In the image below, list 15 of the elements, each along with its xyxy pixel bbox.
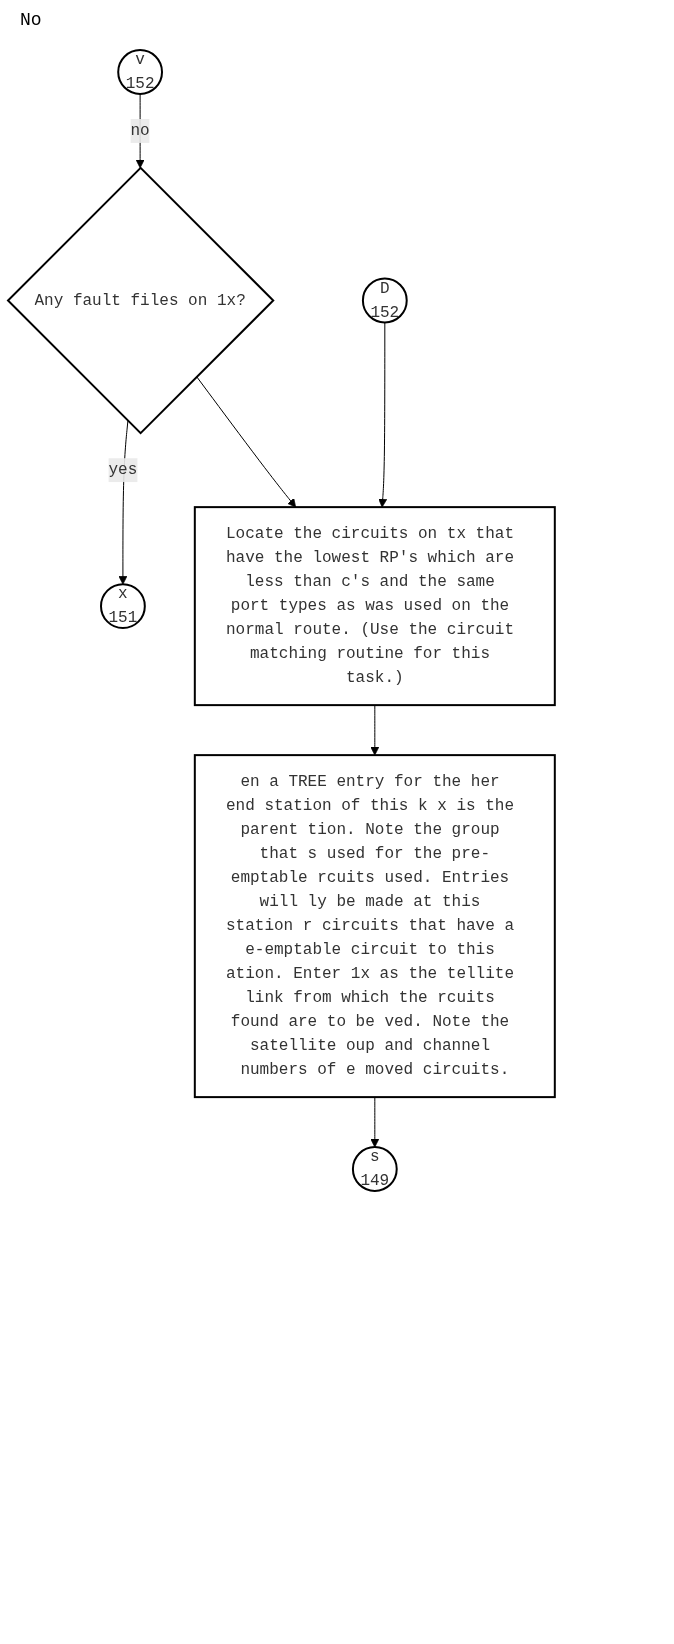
arrow bbox=[370, 1096, 380, 1148]
edge-label: yes bbox=[108, 461, 138, 480]
arrow bbox=[370, 704, 380, 756]
arrow bbox=[378, 321, 388, 508]
edge-label: no bbox=[130, 121, 150, 140]
node-box: Locate the circuits on tx that have the lowest RP's which are less than c's and the same port types as was used on the normal route. (Use the circuit matching routine for this task.) bbox=[193, 506, 556, 707]
node-circle: s 149 bbox=[351, 1146, 398, 1192]
node-diamond: Any fault files on 1x? bbox=[6, 166, 275, 435]
node-circle: x 151 bbox=[100, 583, 146, 630]
node-circle: v 152 bbox=[117, 49, 163, 95]
node-circle: D 152 bbox=[361, 277, 408, 324]
note-text: No bbox=[20, 10, 42, 30]
arrow bbox=[135, 93, 145, 169]
node-box: en a TREE entry for the her end station of this k x is the parent tion. Note the group that s used for the pre-emptable rcuits used. Entries will ly be made at this station r circuits that have a e-emptable circuit to this ation. Enter 1x as the tellite link from which the rcuits found are to be ved. Note the satellite oup and channel numbers of e moved circuits. bbox=[193, 754, 556, 1099]
arrow bbox=[196, 376, 297, 508]
